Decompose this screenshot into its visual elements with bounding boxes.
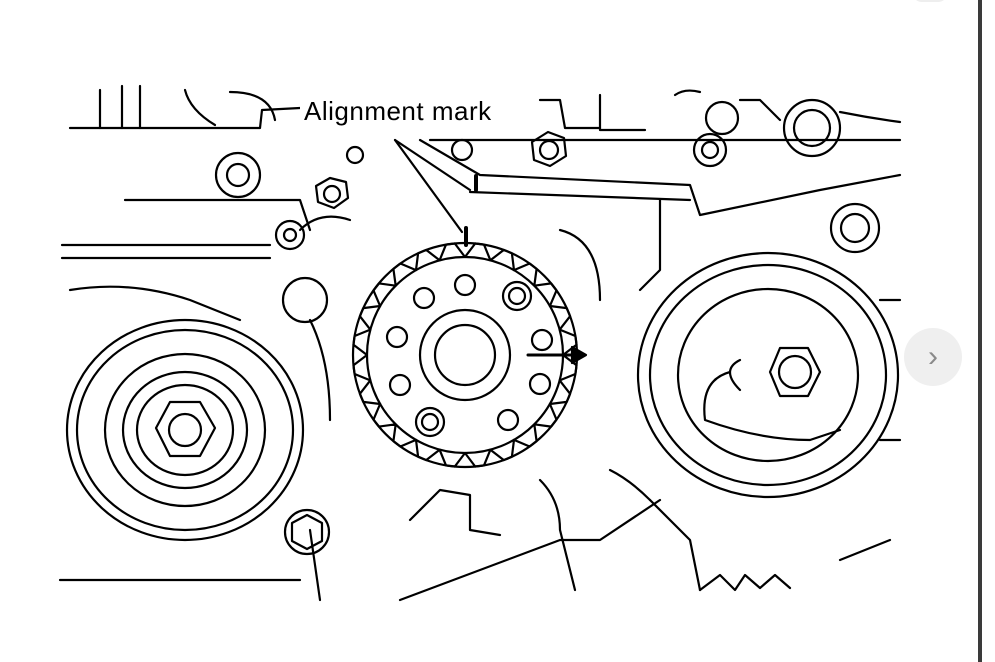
close-button-edge[interactable] — [912, 0, 948, 2]
alignment-mark-label: Alignment mark — [300, 96, 496, 127]
timing-belt-diagram — [58, 84, 902, 602]
window-edge — [978, 0, 995, 662]
chevron-right-icon: › — [928, 340, 938, 373]
sprocket-teeth — [352, 242, 578, 468]
next-image-button[interactable]: › — [904, 328, 962, 386]
